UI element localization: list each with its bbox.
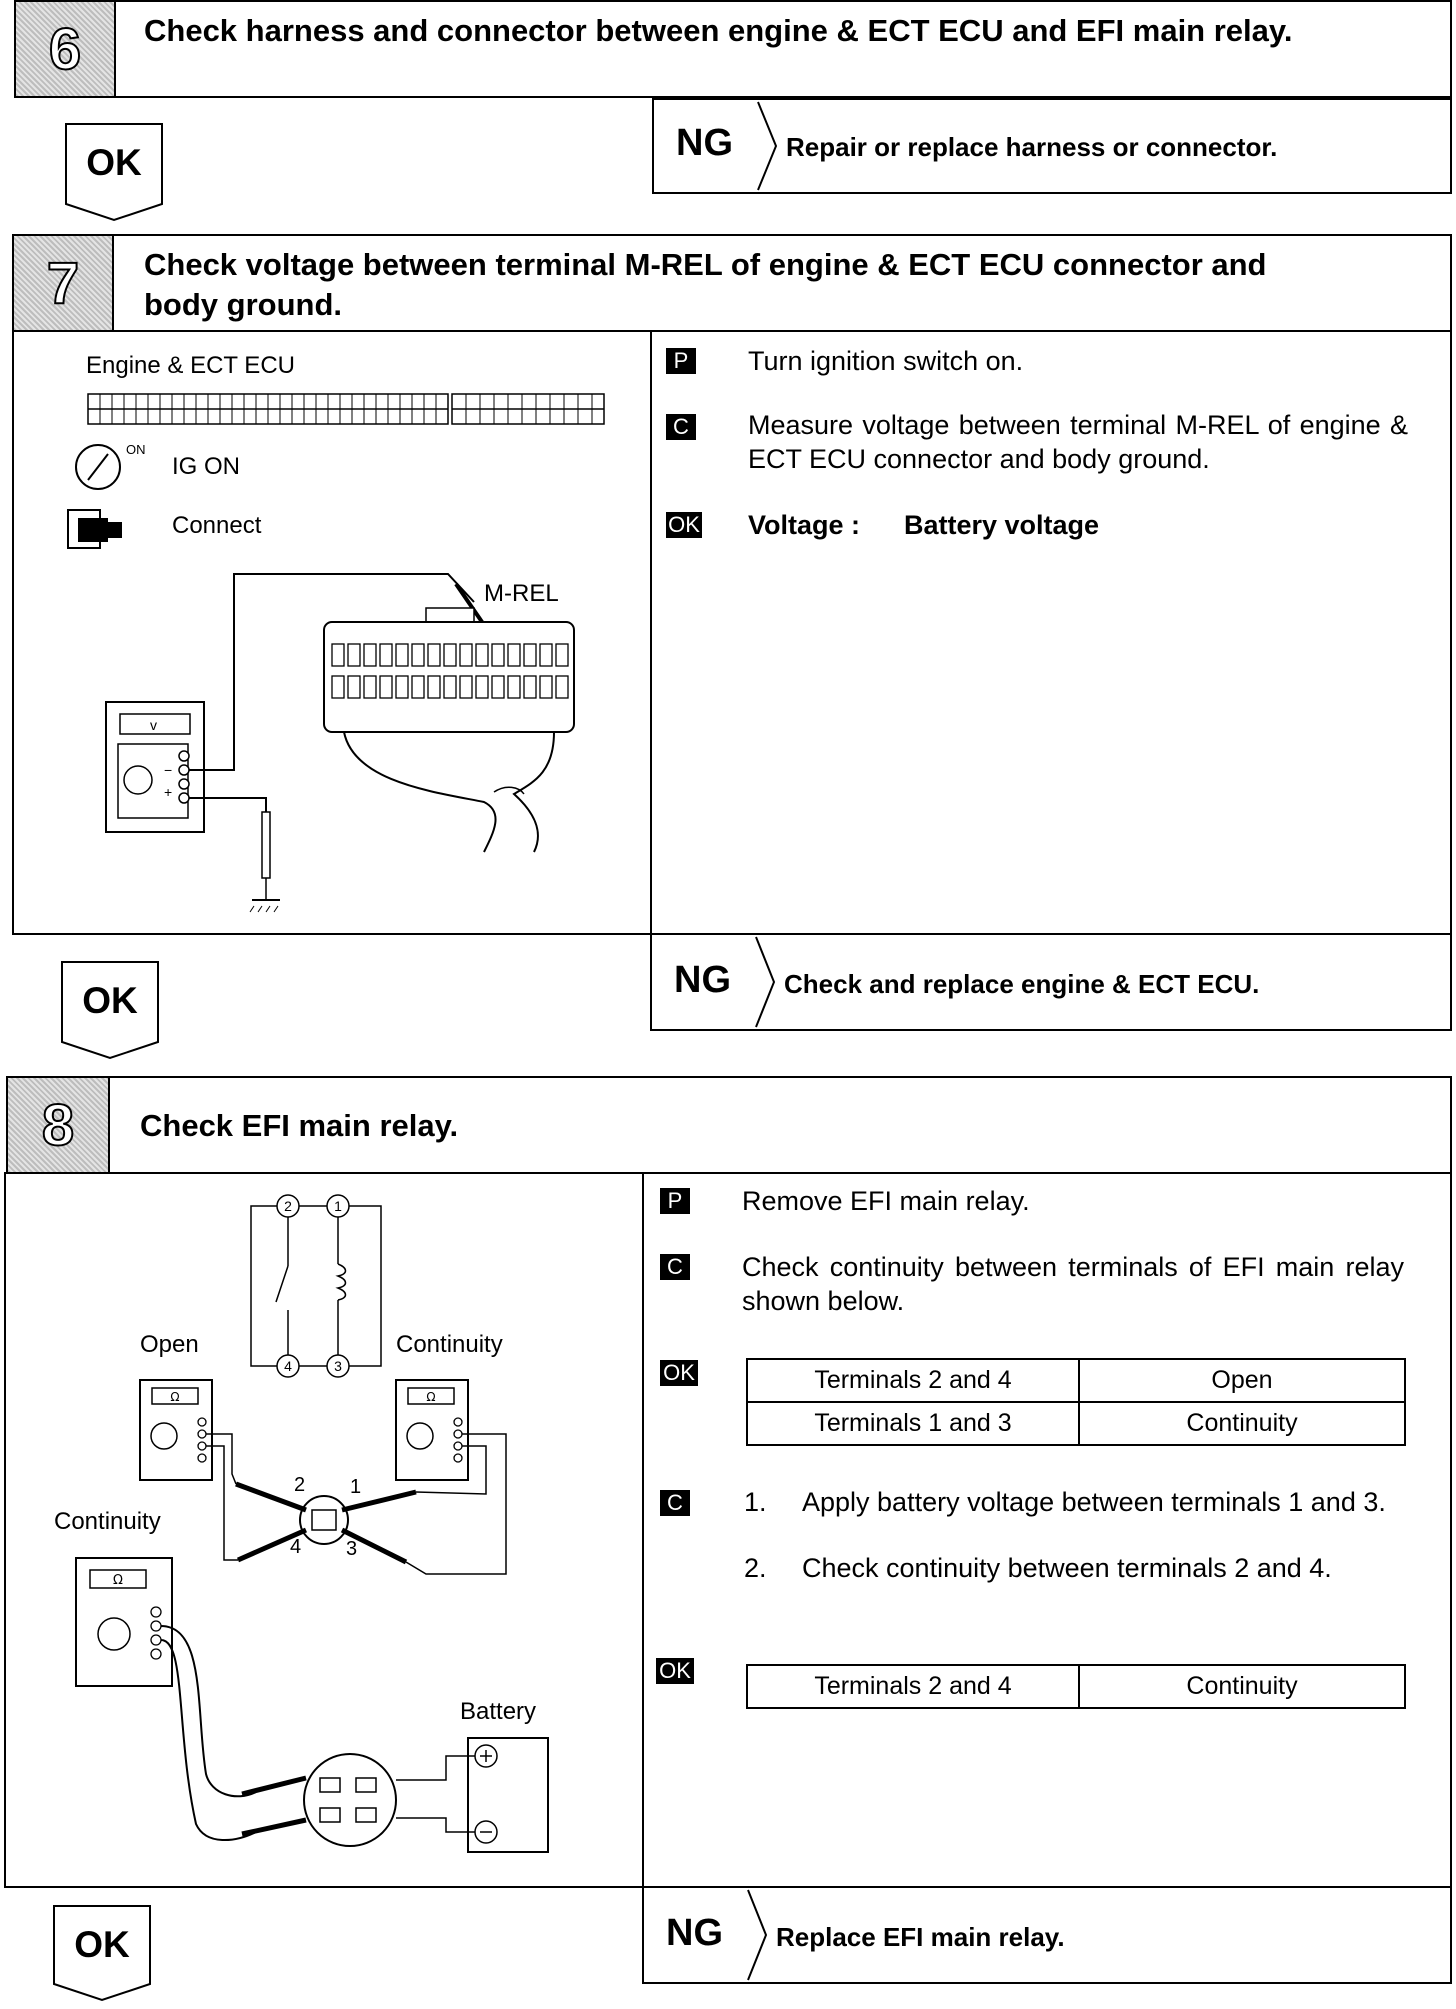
continuity-table-2: Terminals 2 and 4 Continuity	[746, 1664, 1406, 1709]
step8-ng-label: NG	[666, 1912, 723, 1954]
step7-title-line2: body ground.	[144, 287, 343, 322]
step6-ng-box: NG Repair or replace harness or connecto…	[652, 98, 1452, 194]
svg-text:1: 1	[334, 1198, 342, 1214]
step8-instruction-pane: P Remove EFI main relay. C Check continu…	[642, 1172, 1452, 1888]
step7-number: 7	[46, 250, 80, 317]
continuity-table-1: Terminals 2 and 4 Open Terminals 1 and 3…	[746, 1358, 1406, 1446]
table-cell: Terminals 1 and 3	[746, 1401, 1080, 1446]
list-item-text: Apply battery voltage between terminals …	[802, 1487, 1386, 1517]
step8-number: 8	[41, 1092, 75, 1159]
step8-ng-action: Replace EFI main relay.	[776, 1922, 1065, 1952]
list-item: 1. Apply battery voltage between termina…	[744, 1486, 1406, 1550]
c-badge: C	[666, 414, 696, 440]
step7-ng-label: NG	[674, 959, 731, 1001]
list-item: 2. Check continuity between terminals 2 …	[744, 1552, 1406, 1616]
step7-ok-value: Battery voltage	[904, 510, 1100, 540]
table-row: Terminals 1 and 3 Continuity	[746, 1401, 1406, 1446]
step7-header: 7 Check voltage between terminal M-REL o…	[12, 234, 1452, 332]
step6-ok-arrow: OK	[64, 122, 164, 222]
ng-chevron-icon	[755, 936, 776, 1028]
ng-chevron-icon	[747, 1889, 768, 1981]
step7-ok-label: OK	[82, 980, 138, 1021]
step8-ok-arrow: OK	[52, 1904, 152, 2004]
step7-ok-label-text: Voltage :	[748, 510, 861, 540]
table-cell: Terminals 2 and 4	[746, 1664, 1080, 1709]
table-cell: Terminals 2 and 4	[746, 1358, 1080, 1403]
terminal-3-label: 3	[346, 1538, 358, 1560]
p-badge: P	[666, 348, 696, 374]
step7-title-line1: Check voltage between terminal M-REL of …	[144, 247, 1267, 282]
step6-ng-label: NG	[676, 122, 733, 164]
step7-p-text: Turn ignition switch on.	[748, 346, 1024, 376]
open-label: Open	[140, 1331, 199, 1358]
p-badge: P	[660, 1188, 690, 1214]
step8-c-text: Check continuity between terminals of EF…	[742, 1252, 1404, 1316]
step7-number-cell: 7	[14, 236, 114, 330]
table-cell: Continuity	[1078, 1664, 1406, 1709]
continuity-right-label: Continuity	[396, 1331, 503, 1358]
on-mark: ON	[126, 442, 146, 457]
list-item-number: 1.	[744, 1487, 767, 1517]
ig-on-label: IG ON	[172, 453, 241, 480]
list-item-text: Check continuity between terminals 2 and…	[802, 1553, 1332, 1583]
step6-title: Check harness and connector between engi…	[144, 13, 1293, 48]
step8-ng-box: NG Replace EFI main relay.	[642, 1886, 1452, 1984]
step7-instruction-pane: P Turn ignition switch on. C Measure vol…	[650, 330, 1452, 935]
terminal-4-label: 4	[290, 1536, 302, 1558]
step6-header: 6 Check harness and connector between en…	[14, 0, 1452, 98]
ok-arrow-shape	[61, 961, 159, 1060]
step7-ok-arrow: OK	[60, 960, 160, 1060]
m-rel-label: M-REL	[484, 580, 559, 607]
ok-arrow-shape	[65, 123, 163, 222]
step8-figure-pane: 2 1 4 3 Ω Ω	[4, 1172, 644, 1888]
connect-label: Connect	[172, 512, 262, 539]
step8-number-cell: 8	[8, 1078, 110, 1172]
svg-text:−: −	[164, 762, 172, 778]
ok-arrow-shape	[53, 1905, 151, 2002]
step6-number: 6	[48, 16, 82, 83]
relay-check-diagram: 2 1 4 3 Ω Ω	[75, 1194, 549, 1853]
step6-number-cell: 6	[16, 2, 116, 96]
battery-label: Battery	[460, 1698, 537, 1725]
svg-text:Ω: Ω	[170, 1390, 179, 1404]
continuity-left-label: Continuity	[54, 1508, 161, 1535]
ok-badge: OK	[660, 1360, 698, 1386]
terminal-2-label: 2	[294, 1474, 306, 1496]
ok-badge: OK	[666, 512, 702, 538]
c-badge: C	[660, 1490, 690, 1516]
step8-title: Check EFI main relay.	[140, 1108, 459, 1143]
table-cell: Continuity	[1078, 1401, 1406, 1446]
step6-ok-label: OK	[86, 142, 142, 183]
step7-ng-action: Check and replace engine & ECT ECU.	[784, 969, 1260, 999]
svg-text:Ω: Ω	[426, 1390, 435, 1404]
table-row: Terminals 2 and 4 Continuity	[746, 1664, 1406, 1709]
svg-text:4: 4	[284, 1358, 292, 1374]
step8-steps-list: 1. Apply battery voltage between termina…	[744, 1486, 1406, 1626]
svg-text:+: +	[164, 784, 172, 800]
step7-ng-box: NG Check and replace engine & ECT ECU.	[650, 933, 1452, 1031]
terminal-1-label: 1	[350, 1476, 362, 1498]
step8-p-text: Remove EFI main relay.	[742, 1186, 1030, 1216]
ecu-label: Engine & ECT ECU	[86, 352, 295, 379]
svg-text:2: 2	[284, 1198, 292, 1214]
svg-text:3: 3	[334, 1358, 342, 1374]
step8-ok-label: OK	[74, 1924, 130, 1965]
ok-badge: OK	[656, 1658, 694, 1684]
table-row: Terminals 2 and 4 Open	[746, 1358, 1406, 1403]
step7-figure-pane: Engine & ECT ECU	[12, 330, 652, 935]
step7-c-text: Measure voltage between terminal M-REL o…	[748, 410, 1408, 474]
voltage-check-diagram: v − +	[67, 393, 605, 913]
step8-header: 8 Check EFI main relay.	[6, 1076, 1452, 1174]
step6-ng-action: Repair or replace harness or connector.	[786, 132, 1278, 162]
list-item-number: 2.	[744, 1553, 767, 1583]
c-badge: C	[660, 1254, 690, 1280]
table-cell: Open	[1078, 1358, 1406, 1403]
svg-text:v: v	[150, 717, 157, 733]
ng-chevron-icon	[757, 101, 778, 191]
svg-text:Ω: Ω	[113, 1573, 123, 1588]
